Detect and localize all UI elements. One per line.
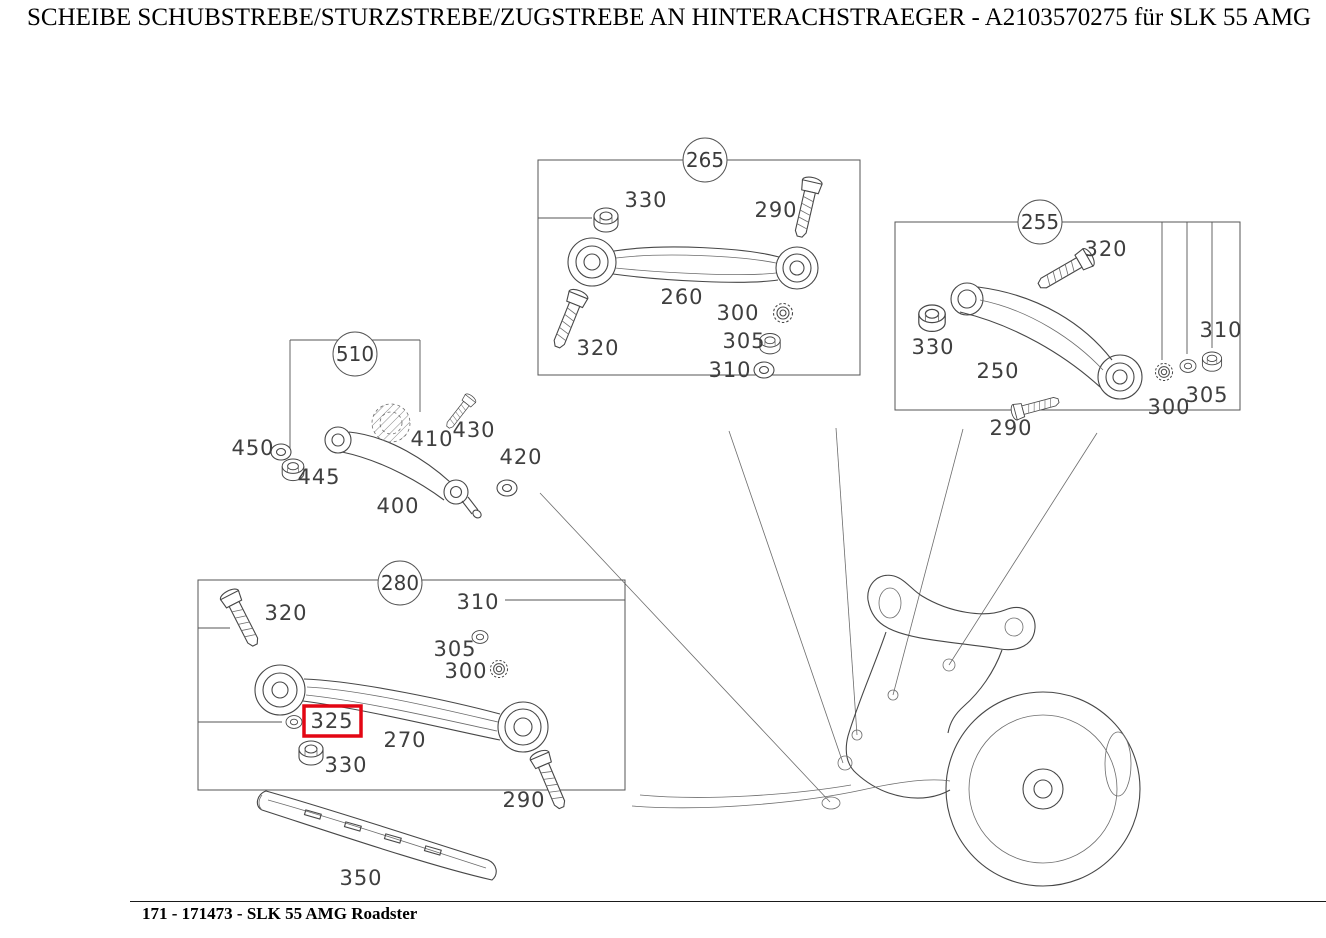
group-510: 510 450 445 410 430 420 400 [231, 331, 542, 519]
callout-400[interactable]: 400 [376, 494, 419, 518]
callout-310[interactable]: 310 [456, 590, 499, 614]
pointer-line [728, 430, 844, 764]
footer-divider [130, 901, 1326, 902]
group-280-number[interactable]: 280 [381, 571, 419, 595]
group-255-frame [894, 221, 1241, 411]
callout-420[interactable]: 420 [499, 445, 542, 469]
camber-strut-250-drawing [950, 282, 1143, 400]
serrated-washer-300-drawing [1154, 362, 1174, 382]
callout-270[interactable]: 270 [383, 728, 426, 752]
pointer-line [892, 428, 964, 696]
callout-305[interactable]: 305 [1185, 383, 1228, 407]
callout-300[interactable]: 300 [716, 301, 759, 325]
callout-305[interactable]: 305 [722, 329, 765, 353]
group-255: 255 320 330 250 310 305 300 290 [894, 199, 1242, 440]
callout-300[interactable]: 300 [444, 659, 487, 683]
callout-320[interactable]: 320 [576, 336, 619, 360]
callout-330[interactable]: 330 [624, 188, 667, 212]
bolt-320-drawing [218, 586, 265, 651]
callout-445[interactable]: 445 [297, 465, 340, 489]
pointer-line [948, 432, 1098, 666]
strut-400-drawing [324, 426, 482, 519]
callout-330[interactable]: 330 [324, 753, 367, 777]
group-510-badge[interactable] [332, 331, 378, 377]
group-280: 280 320 310 305 300 270 330 290 325 [197, 560, 626, 813]
washer-325-drawing [285, 715, 303, 729]
nut-305-drawing [1201, 351, 1223, 372]
pointer-line [539, 492, 831, 803]
group-510-number[interactable]: 510 [336, 342, 374, 366]
group-255-number[interactable]: 255 [1021, 210, 1059, 234]
rear-axle-carrier-drawing [539, 427, 1141, 887]
nut-330-drawing [918, 304, 946, 333]
group-280-badge[interactable] [377, 560, 423, 606]
callout-310[interactable]: 310 [708, 358, 751, 382]
washer-420-drawing [496, 479, 518, 497]
callout-325-highlighted[interactable]: 325 [310, 709, 353, 733]
callout-310[interactable]: 310 [1199, 318, 1242, 342]
callout-300[interactable]: 300 [1147, 395, 1190, 419]
serrated-washer-300-drawing [772, 302, 794, 324]
callout-410[interactable]: 410 [410, 427, 453, 451]
callout-290[interactable]: 290 [989, 416, 1032, 440]
catalog-footer: 171 - 171473 - SLK 55 AMG Roadster [142, 904, 418, 923]
callout-320[interactable]: 320 [264, 601, 307, 625]
callout-290[interactable]: 290 [502, 788, 545, 812]
cover-plate-350-drawing: 350 [256, 790, 497, 890]
callout-305[interactable]: 305 [433, 637, 476, 661]
rubber-bushing-410-drawing [371, 403, 411, 443]
pointer-line [835, 427, 858, 736]
group-255-badge[interactable] [1017, 199, 1063, 245]
callout-330[interactable]: 330 [911, 335, 954, 359]
nut-330-drawing [298, 740, 324, 766]
callout-320[interactable]: 320 [1084, 237, 1127, 261]
nut-330-drawing [593, 207, 619, 233]
thrust-strut-270-drawing [254, 664, 549, 753]
callout-250[interactable]: 250 [976, 359, 1019, 383]
callout-260[interactable]: 260 [660, 285, 703, 309]
group-265-number[interactable]: 265 [686, 148, 724, 172]
group-265-badge[interactable] [682, 137, 728, 183]
callout-350[interactable]: 350 [339, 866, 382, 890]
page-title: SCHEIBE SCHUBSTREBE/STURZSTREBE/ZUGSTREB… [27, 4, 1312, 31]
strut-260-drawing [567, 237, 819, 290]
washer-310-drawing [753, 361, 775, 379]
callout-450[interactable]: 450 [231, 436, 274, 460]
highlight-box-selected-part [302, 704, 363, 738]
washer-310-drawing [1179, 359, 1197, 373]
callout-290[interactable]: 290 [754, 198, 797, 222]
serrated-washer-300-drawing [489, 659, 509, 679]
callout-430[interactable]: 430 [452, 418, 495, 442]
group-265: 265 330 290 260 320 300 305 310 [537, 137, 861, 382]
